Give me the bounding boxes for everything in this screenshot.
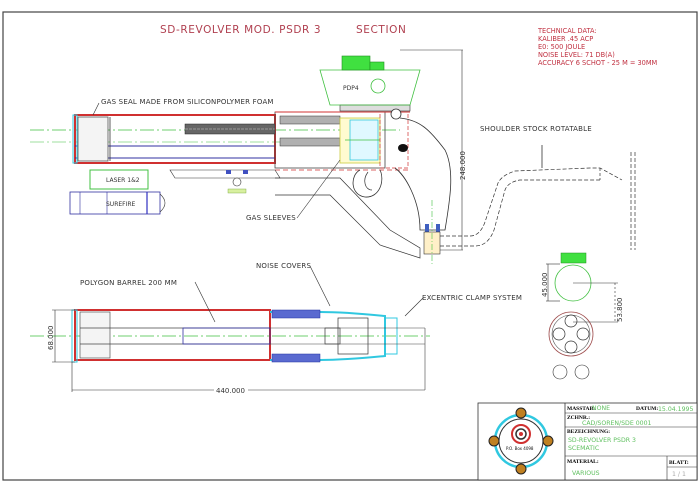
laser-module — [89, 169, 149, 190]
dimension-diameter: 68.000 — [47, 326, 55, 351]
noise-covers-label: NOISE COVERS — [256, 262, 311, 270]
datum-label: DATUM: — [636, 406, 658, 412]
masstab-label: MASSTAB: — [567, 406, 595, 412]
dimension-scope: 45.000 — [541, 273, 549, 298]
surefire-label: SUREFIRE — [106, 201, 136, 208]
drawing-title: SD-REVOLVER MOD. PSDR 3 — [160, 24, 321, 36]
cylinder-lower — [337, 317, 369, 355]
gas-seal-foam — [77, 116, 109, 162]
laser-label: LASER 1&2 — [106, 177, 140, 184]
dimension-height-total: 248.000 — [459, 151, 467, 180]
zeichnr-value: CAD/SOREN/SDE 0001 — [582, 420, 652, 427]
scope-mount — [319, 69, 421, 106]
technical-data-block: TECHNICAL DATA: KALIBER .45 ACP E0: 500 … — [537, 27, 658, 67]
section-label: SECTION — [356, 24, 406, 36]
gas-sleeves-label: GAS SLEEVES — [246, 214, 296, 222]
scope-turret — [341, 55, 371, 71]
material-label: MATERIAL: — [567, 459, 599, 465]
drawing-frame — [2, 11, 698, 481]
excentric-clamp-label: EXCENTRIC CLAMP SYSTEM — [422, 294, 522, 302]
gas-seal-label: GAS SEAL MADE FROM SILICONPOLYMER FOAM — [101, 98, 274, 106]
surefire-light — [69, 191, 161, 215]
technical-data-line: NOISE LEVEL: 71 DB(A) — [538, 51, 615, 59]
bezeichnung-line2: SCEMATIC — [568, 445, 599, 452]
stock-mount — [423, 231, 441, 255]
clamp — [384, 317, 398, 355]
company-logo: P.O. Box 4098 — [488, 407, 554, 475]
zeichnr-label: ZCHNR.: — [567, 415, 590, 421]
section-view: PDP4 LASER 1&2 SUREFIR — [30, 49, 636, 265]
end-cap — [72, 114, 78, 164]
polygon-barrel — [182, 327, 271, 345]
shoulder-stock — [440, 167, 623, 237]
cylinder-release — [398, 144, 408, 152]
hammer — [390, 108, 402, 120]
shoulder-stock-label: SHOULDER STOCK ROTATABLE — [480, 125, 592, 133]
blatt-value: 1 / 1 — [672, 471, 686, 478]
trigger-guard — [352, 169, 383, 198]
dimension-length: 440.000 — [216, 387, 245, 395]
technical-data-line: E0: 500 JOULE — [538, 43, 585, 51]
blatt-label: BLATT: — [669, 460, 689, 466]
polygon-barrel-label: POLYGON BARREL 200 MM — [80, 279, 177, 287]
scope-end-view — [560, 252, 587, 264]
bezeichnung-line1: SD-REVOLVER PSDR 3 — [568, 437, 636, 444]
datum-value: 15.04.1995 — [658, 406, 693, 413]
pdp4-label: PDP4 — [343, 85, 359, 92]
masstab-value: NONE — [592, 405, 610, 412]
side-view: POLYGON BARREL 200 MM NOISE COVERS EXCEN… — [30, 252, 624, 395]
technical-data-line: ACCURACY 6 SCHOT - 25 M = 30MM — [538, 59, 658, 67]
trigger — [364, 171, 373, 191]
cylinder-end-view — [548, 311, 594, 357]
technical-data-line: KALIBER .45 ACP — [538, 35, 593, 43]
logo-text: P.O. Box 4098 — [506, 446, 534, 451]
material-value: VARIOUS — [572, 470, 600, 477]
technical-data-heading: TECHNICAL DATA: — [537, 27, 597, 35]
dimension-end-view: 53.800 — [616, 298, 624, 323]
grip — [394, 117, 452, 231]
title-block: P.O. Box 4098 MASSTAB: NONE DATUM: 15.04… — [477, 402, 698, 481]
bezeichnung-label: BEZEICHNUNG: — [567, 429, 610, 435]
